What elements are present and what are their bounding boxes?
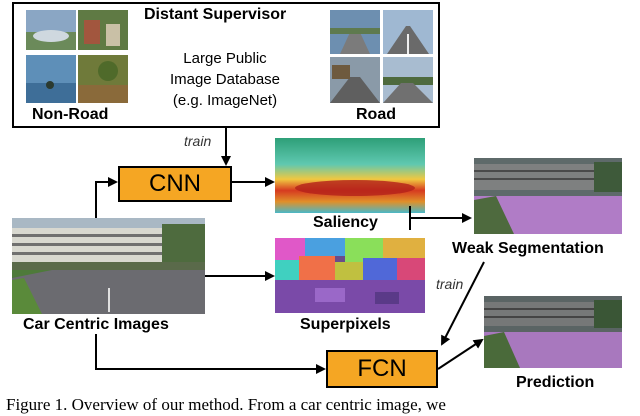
weak-segmentation-label: Weak Segmentation — [452, 240, 604, 257]
car-centric-images-label: Car Centric Images — [23, 316, 169, 333]
database-text-line-3: (e.g. ImageNet) — [172, 92, 278, 109]
road-label: Road — [356, 106, 396, 123]
cnn-box: CNN — [118, 166, 232, 202]
saliency-label: Saliency — [313, 214, 378, 231]
supervisor-title: Distant Supervisor — [144, 6, 287, 23]
figure-caption: Figure 1. Overview of our method. From a… — [6, 395, 446, 414]
superpixels-image — [275, 238, 425, 313]
train-label-fcn: train — [436, 276, 464, 292]
car-centric-image — [12, 218, 205, 314]
arrow-image-to-cnn — [95, 177, 118, 218]
non-road-thumbnail-1 — [26, 10, 76, 50]
non-road-thumbnail-4 — [78, 55, 128, 103]
distant-supervisor-frame — [12, 2, 440, 128]
non-road-thumbnail-3 — [26, 55, 76, 103]
prediction-image — [484, 296, 622, 368]
weak-segmentation-image — [474, 158, 622, 234]
database-text: Large Public Image Database (e.g. ImageN… — [160, 48, 290, 111]
database-text-line-1: Large Public — [183, 50, 267, 67]
prediction-label: Prediction — [516, 374, 595, 391]
arrow-weak-seg-to-fcn — [441, 261, 485, 346]
train-label-cnn: train — [184, 133, 212, 149]
superpixels-label: Superpixels — [300, 316, 391, 333]
saliency-image — [275, 138, 425, 213]
non-road-label: Non-Road — [32, 106, 109, 123]
arrow-image-to-fcn — [95, 334, 326, 374]
fcn-box: FCN — [326, 350, 438, 388]
non-road-thumbnail-2 — [78, 10, 128, 50]
arrow-fcn-to-prediction — [437, 338, 484, 370]
road-thumbnail-3 — [330, 57, 380, 103]
road-thumbnail-4 — [383, 57, 433, 103]
road-thumbnail-2 — [383, 10, 433, 54]
database-text-line-2: Image Database — [169, 71, 281, 88]
road-thumbnail-1 — [330, 10, 380, 54]
